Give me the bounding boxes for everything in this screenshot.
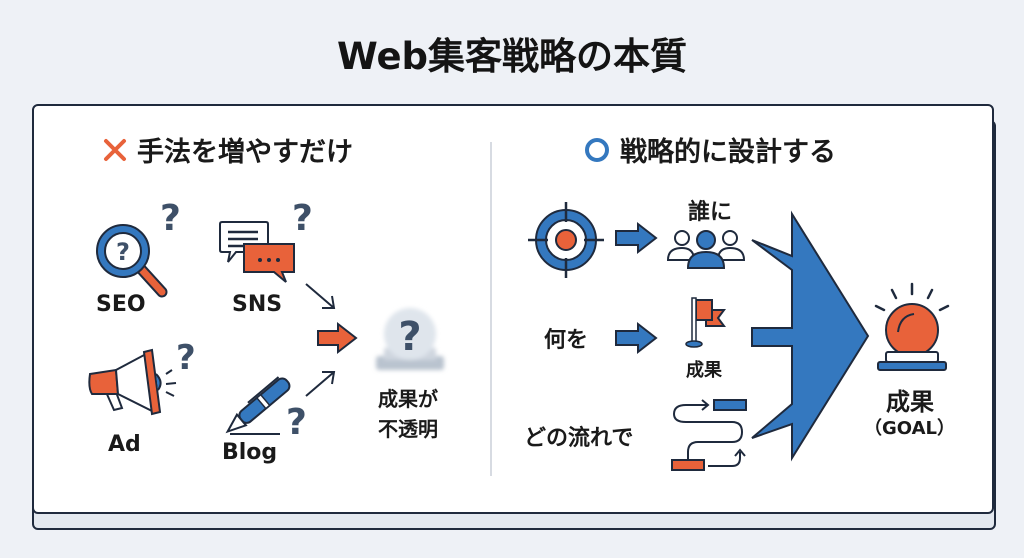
converging-arrow-icon [751,210,870,462]
target-icon [528,202,604,278]
row-label-flow: どの流れで [524,426,634,451]
panel-divider [490,142,492,476]
blue-arrow-icon [615,221,658,255]
channel-label-blog: Blog [222,440,278,465]
sound-lines-icon [165,369,177,397]
blurred-question-icon: ? [376,308,444,370]
left-heading-text: 手法を増やすだけ [137,137,353,168]
alarm-light-icon [874,282,950,371]
people-icon [666,230,746,269]
flag-icon [685,297,726,348]
right-heading-text: 戦略的に設計する [620,137,836,168]
channel-label-ad: Ad [108,432,141,457]
blue-arrow-icon [615,321,658,355]
result-line-2: 不透明 [378,417,438,441]
result-text: 成果が 不透明 [368,384,448,444]
result-line-1: 成果が [378,387,438,411]
question-mark: ? [160,198,181,239]
row-label-what: 何を [544,328,589,353]
question-mark: ? [292,198,313,239]
orange-arrow-icon [317,321,358,355]
svg-text:?: ? [398,314,421,360]
row-target-label-result: 成果 [686,360,722,381]
question-mark: ? [176,338,196,378]
circle-icon [585,137,609,162]
channel-label-seo: SEO [96,292,146,317]
row-label-who: 誰に [688,200,733,225]
goal-label: 成果 [886,388,934,416]
channel-label-sns: SNS [232,292,283,317]
svg-text:?: ? [116,238,130,266]
flow-path-icon [671,399,747,471]
magnifier-question-icon: ? [96,224,168,298]
megaphone-icon [88,348,162,416]
question-mark: ? [286,402,307,443]
left-heading: 手法を増やすだけ [103,130,353,169]
right-heading: 戦略的に設計する [584,130,836,169]
pen-icon [225,376,291,435]
cross-icon [104,138,126,161]
goal-sublabel: （GOAL） [864,418,955,439]
chat-bubbles-icon [219,221,295,283]
page-title: Web集客戦略の本質 [336,35,688,78]
thin-arrows [305,283,336,397]
